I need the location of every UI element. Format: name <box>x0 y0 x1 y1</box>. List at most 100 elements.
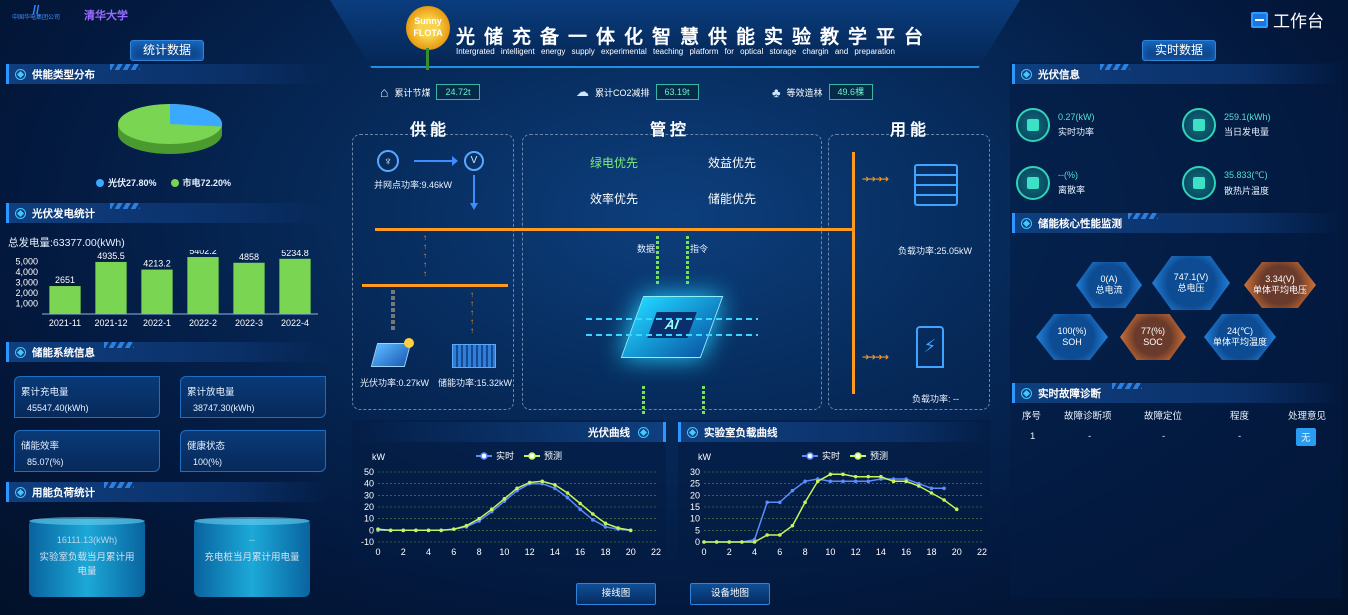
header: //中国华电集团公司 清华大学 Sunny FLOTA 光储充备一体化智慧供能实… <box>0 0 1348 72</box>
wiring-diagram-button[interactable]: 接线图 <box>576 583 656 605</box>
page-subtitle: Intergrated intelligent energy supply ex… <box>456 47 895 56</box>
bar <box>141 269 173 314</box>
monitor-icon <box>1251 11 1268 28</box>
stats-section-button[interactable]: 统计数据 <box>130 40 204 61</box>
flow-arrow <box>414 160 454 162</box>
y-tick-label: 0 <box>369 525 374 535</box>
data-point <box>489 507 494 512</box>
huadian-logo: //中国华电集团公司 <box>11 3 60 21</box>
fault-title: 实时故障诊断 <box>1012 383 1340 403</box>
charger-power-label: 负载功率: -- <box>912 394 959 404</box>
y-tick-label: 3,000 <box>15 277 38 287</box>
series-line <box>704 478 945 543</box>
command-flow-line <box>686 236 689 284</box>
diamond-icon <box>687 426 698 438</box>
legend-label: 预测 <box>870 451 888 461</box>
bar-value-label: 5402.2 <box>189 250 217 256</box>
data-point <box>841 472 845 477</box>
data-point <box>603 525 608 529</box>
y-tick-label: 30 <box>690 467 700 477</box>
y-tick-label: 2,000 <box>15 288 38 298</box>
data-label: 数据 <box>637 244 656 254</box>
x-tick-label: 18 <box>926 547 936 557</box>
fault-header-severity: 程度 <box>1230 411 1250 422</box>
legend-pv: 光伏27.80% <box>96 176 157 189</box>
data-point <box>591 512 595 516</box>
data-point <box>866 479 871 484</box>
pv-daily-energy: 259.1(kWh)当日发电量 <box>1182 108 1271 142</box>
data-point <box>740 540 744 544</box>
data-point <box>828 479 833 484</box>
x-tick-label: 16 <box>575 547 585 557</box>
pv-heatsink-temp: 35.833(℃)散热片温度 <box>1182 166 1269 200</box>
pie-panel-title: 供能类型分布 <box>6 64 330 84</box>
data-point <box>929 486 934 491</box>
x-tick-label: 10 <box>499 547 509 557</box>
x-tick-label: 0 <box>701 547 706 557</box>
data-point <box>464 523 469 528</box>
data-point <box>942 498 946 502</box>
y-tick-label: 20 <box>690 490 700 500</box>
x-tick-label: 8 <box>803 547 808 557</box>
data-point <box>603 521 608 526</box>
sun-icon <box>404 338 414 348</box>
x-tick-label: 16 <box>901 547 911 557</box>
fault-advice-button[interactable]: 无 <box>1296 428 1316 446</box>
lab-curve-title: 实验室负载曲线 <box>678 422 990 442</box>
legend-label: 预测 <box>544 451 562 461</box>
y-tick-label: 10 <box>690 514 700 524</box>
flow-down-right <box>702 386 705 416</box>
x-tick-label: 2 <box>727 547 732 557</box>
realtime-section-button[interactable]: 实时数据 <box>1142 40 1216 61</box>
green-priority-option[interactable]: 绿电优先 <box>590 156 639 170</box>
x-tick-label: 2 <box>401 547 406 557</box>
device-map-button[interactable]: 设备地图 <box>690 583 770 605</box>
data-point <box>803 479 807 484</box>
control-box <box>522 134 822 410</box>
pv-realtime-power: 0.27(kW)实时功率 <box>1016 108 1095 142</box>
data-point <box>527 480 532 485</box>
fault-cell-location: - <box>1162 431 1166 442</box>
data-point <box>565 491 570 495</box>
unit-label: kW <box>372 452 386 462</box>
arrow-right-icon <box>452 156 458 166</box>
control-title: 管控 <box>650 122 691 139</box>
arrow-down-icon <box>470 203 478 210</box>
legend-label: 实时 <box>822 450 840 461</box>
x-tick-label: 8 <box>477 547 482 557</box>
main-bus-line <box>375 228 855 231</box>
storage-priority-option[interactable]: 储能优先 <box>708 192 757 206</box>
legend-marker <box>854 452 862 460</box>
data-point <box>778 533 782 537</box>
data-point <box>765 533 769 537</box>
workbench-button[interactable]: 工作台 <box>1251 7 1324 32</box>
x-tick-label: 2022-2 <box>189 318 217 328</box>
charger-load-cylinder: --充电桩当月累计用电量 <box>194 517 310 597</box>
x-tick-label: 14 <box>876 547 886 557</box>
page-title: 光储充备一体化智慧供能实验教学平台 <box>456 27 933 48</box>
bar <box>233 262 265 314</box>
y-tick-label: 25 <box>690 479 700 489</box>
bar <box>187 257 219 314</box>
data-point <box>591 518 595 522</box>
data-point <box>477 516 481 521</box>
y-tick-label: 15 <box>690 502 700 512</box>
use-title: 用能 <box>890 122 931 139</box>
data-point <box>714 540 719 544</box>
fault-header-index: 序号 <box>1022 411 1042 422</box>
flow-arrow-down <box>473 175 475 205</box>
bar-value-label: 5234.8 <box>281 250 309 258</box>
efficiency-priority-option[interactable]: 效率优先 <box>590 192 639 206</box>
fault-header-advice: 处理意见 <box>1288 411 1327 422</box>
data-point <box>553 483 557 487</box>
y-tick-label: 40 <box>364 479 374 489</box>
x-tick-label: 4 <box>426 547 431 557</box>
legend-marker <box>480 452 488 460</box>
server-rack-icon <box>914 164 958 206</box>
charging-pile-icon: ⚡ <box>916 326 944 368</box>
benefit-priority-option[interactable]: 效益优先 <box>708 156 757 170</box>
